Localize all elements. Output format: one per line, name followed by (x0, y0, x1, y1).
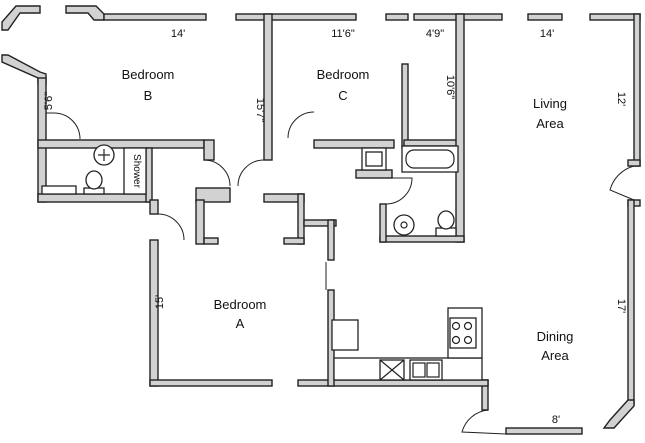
door-a (157, 213, 185, 241)
wall-bay-right (602, 399, 635, 429)
dim-bay-width: 8' (552, 414, 560, 426)
wall-a-bottom (149, 379, 273, 387)
wall-a-post (149, 199, 159, 215)
bedroom-c-label: Bedroom (317, 67, 370, 82)
dim-living-depth: 12' (615, 92, 627, 106)
wall-bath2-bottom (379, 235, 465, 243)
wall-top-c (235, 13, 357, 21)
dim-closet-width: 4'9" (426, 28, 444, 40)
doors (46, 111, 635, 435)
bedroom-b-label: Bedroom (122, 67, 175, 82)
kitchen-counter-a (331, 319, 359, 351)
wall-right-lower (627, 199, 635, 406)
wall-bath-right (145, 147, 153, 203)
door-bath-b (46, 112, 81, 140)
wall-hall-down2 (283, 237, 305, 245)
door-c (287, 111, 315, 139)
wall-living-left (455, 13, 465, 243)
kitchen-counter (333, 357, 483, 381)
dim-bedroom-a-depth: 15' (154, 295, 166, 309)
wall-bath-top (37, 139, 205, 149)
wall-a-stub2 (203, 237, 219, 245)
vanity (41, 185, 77, 195)
dim-bedroom-c-depth: 10'6" (444, 75, 456, 99)
wall-b-c (263, 13, 273, 161)
wall-hall-1 (195, 187, 231, 203)
wall-bay-top (1, 5, 41, 31)
door-b (237, 159, 265, 187)
bedroom-c-letter: C (338, 88, 347, 103)
wall-right-notch (627, 159, 641, 167)
toilet-c (437, 210, 455, 230)
bedroom-a-label: Bedroom (214, 297, 267, 312)
wall-top-b (103, 13, 207, 21)
wall-top-c2 (385, 13, 409, 21)
wall-kit-side (327, 219, 335, 261)
door-hall-b (203, 159, 231, 187)
bedroom-a-letter: A (236, 316, 245, 331)
door-bay (461, 409, 507, 435)
wall-a-left (149, 239, 159, 387)
wall-bath2-top (355, 169, 393, 179)
dining-label-2: Area (541, 348, 569, 363)
bathtub-inner (405, 149, 455, 169)
wall-bath-bottom (37, 193, 151, 203)
dim-bedroom-b-depth: 5'6" (43, 92, 55, 110)
wall-closet (401, 63, 409, 149)
shower-stall (123, 147, 147, 195)
wall-bottom-kit (297, 379, 489, 387)
door-bath-c (385, 177, 413, 205)
wall-c-bottom (313, 139, 395, 149)
dining-label: Dining (537, 329, 574, 344)
toilet-b (85, 170, 103, 190)
sink-c-bowl (365, 151, 383, 167)
wall-bay-bottom-wall (505, 427, 583, 435)
room-labels: Bedroom B Bedroom C Living Area Bedroom … (122, 67, 574, 363)
sink-c2 (393, 214, 415, 236)
dim-bedroom-b-width: 14' (171, 28, 185, 40)
kitchen-sink (409, 359, 443, 381)
living-label-2: Area (536, 116, 564, 131)
wall-top-living (527, 13, 563, 21)
bedroom-b-letter: B (144, 88, 153, 103)
wall-bath-top-end (203, 139, 215, 161)
wall-closet-bottom (403, 139, 463, 147)
dim-living-width: 14' (540, 28, 554, 40)
dim-bedroom-b-length: 15'7" (254, 98, 266, 122)
wall-bath2-left (379, 203, 387, 243)
wall-hall-down (297, 193, 305, 245)
wall-kit-top (303, 219, 337, 227)
wall-right-upper (633, 13, 641, 167)
wall-top-living2 (589, 13, 641, 21)
shower-label: Shower (131, 154, 142, 189)
dim-dining-depth: 17' (615, 299, 627, 313)
wall-a-stub (195, 199, 205, 245)
walls (1, 5, 641, 435)
wall-top-bay-right (65, 5, 105, 21)
living-label: Living (533, 96, 567, 111)
door-entry (609, 165, 635, 201)
dim-bedroom-c-width: 11'6" (331, 28, 355, 40)
dimension-labels: 14' 11'6" 4'9" 14' 5'6" 15'7" 10'6" 12' … (43, 28, 627, 426)
fixtures: Shower (41, 144, 483, 381)
